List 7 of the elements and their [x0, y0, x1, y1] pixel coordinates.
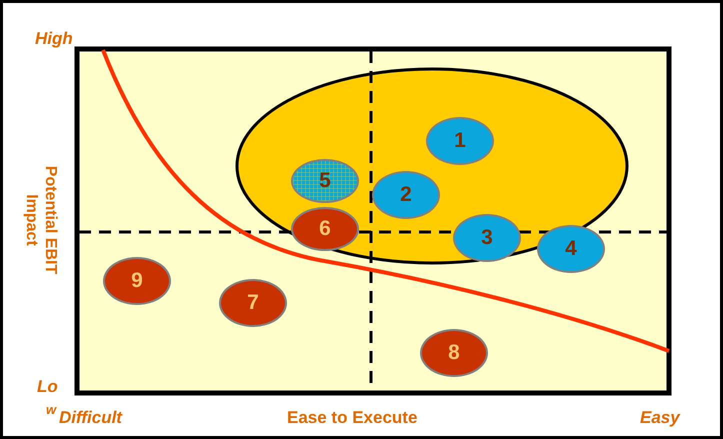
axis-end-label: Easy	[640, 409, 680, 426]
axis-end-label: Lo	[37, 378, 58, 395]
axis-end-label: Difficult	[59, 409, 122, 426]
axis-end-label: High	[35, 30, 73, 47]
axis-title: Potential EBIT Impact	[22, 164, 60, 276]
axis-end-label: w	[46, 403, 56, 416]
axis-title: Ease to Execute	[287, 409, 418, 426]
